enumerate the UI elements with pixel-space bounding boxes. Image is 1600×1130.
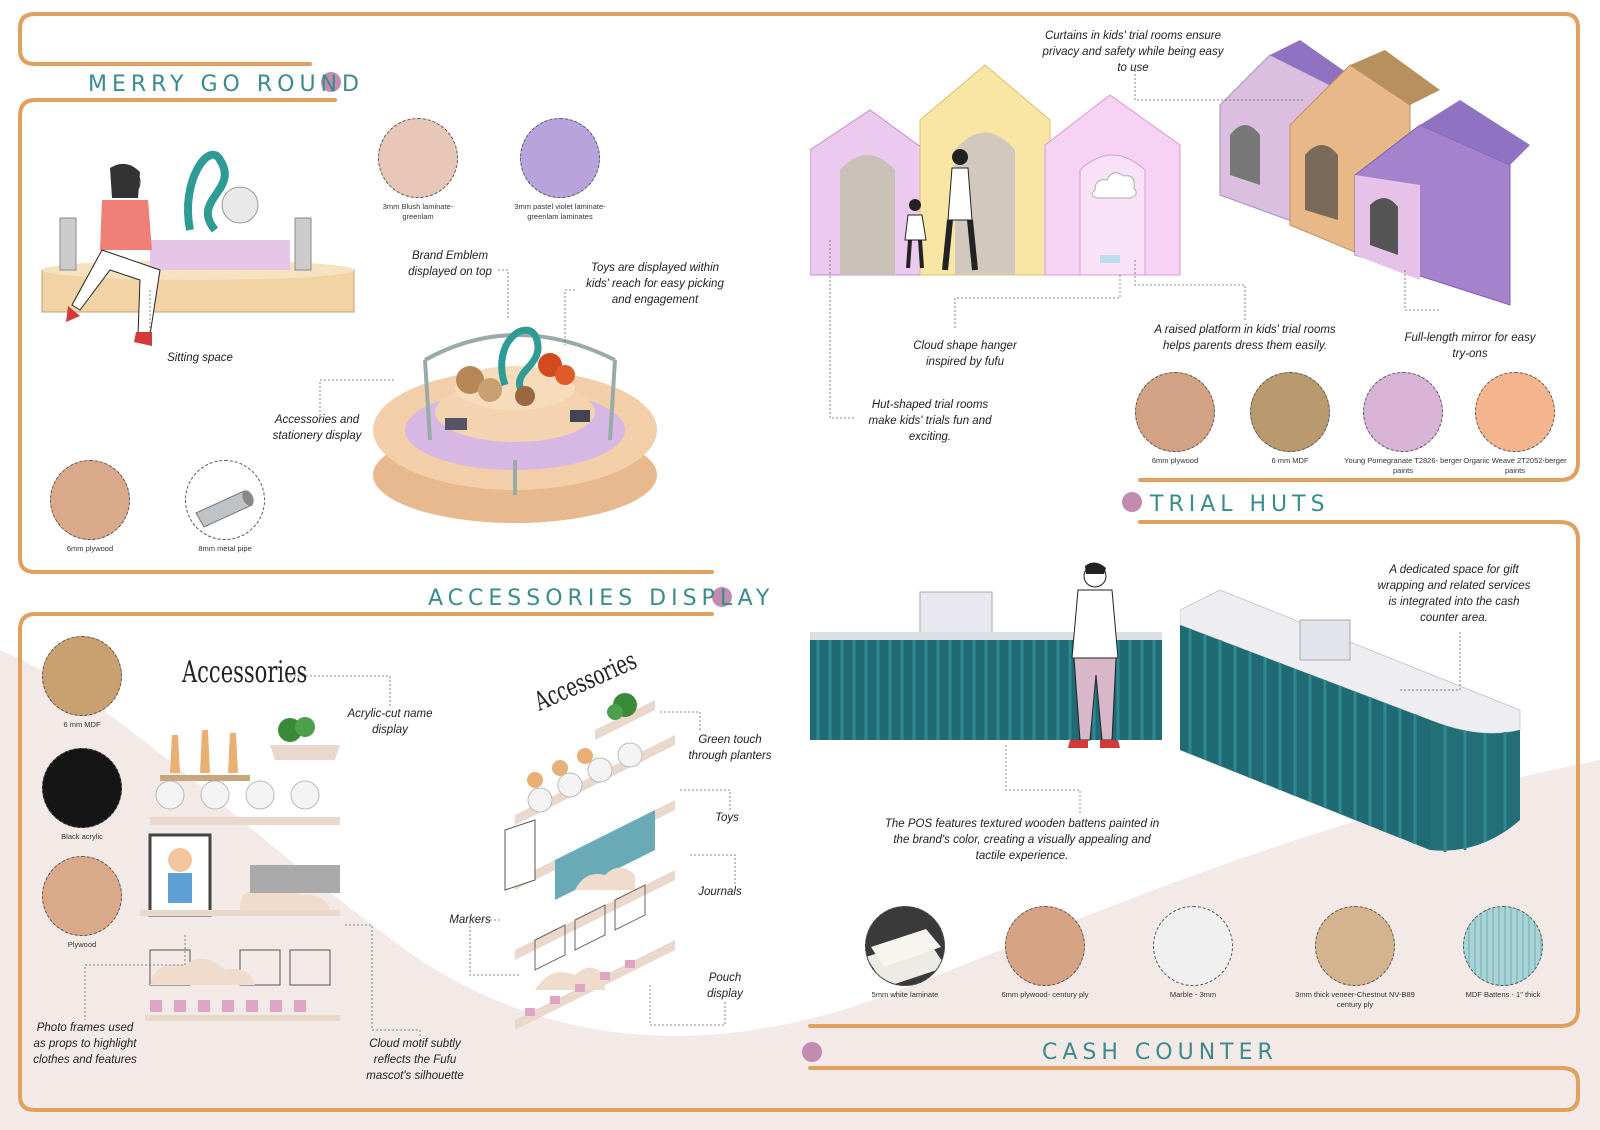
note-gift-wrapping: A dedicated space for gift wrapping and …	[1377, 564, 1531, 624]
swatch-6mm-mdf-acc: 6 mm MDF	[32, 636, 132, 730]
pos-front-illustration	[810, 562, 1162, 748]
note-photo-frames: Photo frames used as props to highlight …	[33, 1022, 137, 1066]
section-title-accessories-display: ACCESSORIES DISPLAY	[428, 586, 775, 611]
swatch-black-acrylic: Black acrylic	[32, 748, 132, 842]
swatch-circle	[1250, 372, 1330, 452]
note-accessories-stationery: Accessories and stationery display	[272, 414, 362, 442]
swatch-label: 6 mm MDF	[1271, 456, 1309, 465]
swatch-label: Marble - 3mm	[1169, 990, 1217, 999]
swatch-circle	[378, 118, 458, 198]
note-brand-emblem: Brand Emblem displayed on top	[408, 250, 492, 278]
section-title-merry-go-round: MERRY GO ROUND	[88, 72, 364, 97]
trial-huts-front-illustration	[810, 64, 1181, 276]
swatch-label: Black acrylic	[61, 832, 103, 841]
swatch-metal-pipe: 8mm metal pipe	[175, 460, 275, 554]
swatch-young-pomegranate: Young Pomegranate T2826- berger paints	[1340, 372, 1466, 476]
section-title-trial-huts: TRIAL HUTS	[1150, 492, 1330, 517]
note-full-length-mirror: Full-length mirror for easy try-ons	[1404, 332, 1536, 360]
note-cloud-hanger: Cloud shape hanger inspired by fufu	[913, 340, 1017, 368]
merry-go-round-illustration	[373, 326, 657, 523]
note-pos-battens: The POS features textured wooden battens…	[884, 818, 1160, 862]
trial-huts-iso-illustration	[1219, 40, 1530, 306]
swatch-circle	[42, 748, 122, 828]
note-sitting-space: Sitting space	[167, 352, 233, 364]
swatch-label: 8mm metal pipe	[198, 544, 252, 553]
note-raised-platform: A raised platform in kids' trial rooms h…	[1154, 324, 1336, 352]
swatch-plywood-century: 6mm plywood- century ply	[990, 906, 1100, 1000]
swatch-label: 3mm thick veneer-Chestnut NV-B89 century…	[1295, 990, 1415, 1009]
note-green-touch: Green touch through planters	[688, 734, 772, 762]
swatch-label: 3mm pastel violet laminate- greenlam lam…	[514, 202, 606, 221]
section-title-cash-counter: CASH COUNTER	[1042, 1040, 1278, 1065]
swatch-label: Plywood	[67, 940, 97, 949]
note-journals: Journals	[698, 886, 742, 898]
swatch-label: 6mm plywood	[66, 544, 114, 553]
swatch-circle	[1135, 372, 1215, 452]
swatch-circle	[1153, 906, 1233, 986]
swatch-white-laminate: 5mm white laminate	[850, 906, 960, 1000]
sitting-space-illustration	[41, 150, 355, 346]
note-hut-shaped: Hut-shaped trial rooms make kids' trials…	[868, 399, 992, 443]
swatch-marble: Marble - 3mm	[1138, 906, 1248, 1000]
swatch-circle	[42, 636, 122, 716]
swatch-label: 6 mm MDF	[63, 720, 101, 729]
swatch-circle	[185, 460, 265, 540]
swatch-circle	[1475, 372, 1555, 452]
note-toys: Toys	[715, 812, 739, 824]
note-pouch-display: Pouch display	[707, 972, 743, 1000]
swatch-circle	[50, 460, 130, 540]
swatch-circle	[1315, 906, 1395, 986]
accessories-wall-illustration	[140, 717, 340, 1021]
note-curtains-privacy: Curtains in kids' trial rooms ensure pri…	[1042, 30, 1224, 74]
accessories-heading-wall: Accessories	[182, 655, 308, 690]
swatch-plywood-acc: Plywood	[32, 856, 132, 950]
swatch-circle	[1005, 906, 1085, 986]
swatch-chestnut-veneer: 3mm thick veneer-Chestnut NV-B89 century…	[1290, 906, 1420, 1010]
swatch-label: 5mm white laminate	[871, 990, 939, 999]
swatch-mdf-battens: MDF Battens - 1" thick	[1448, 906, 1558, 1000]
note-cloud-motif: Cloud motif subtly reflects the Fufu mas…	[366, 1038, 464, 1082]
swatch-organic-weave: Organic Weave 2T2052-berger paints	[1460, 372, 1570, 476]
accessories-rack-illustration	[504, 693, 675, 1030]
note-markers: Markers	[449, 914, 491, 926]
swatch-6mm-plywood-merry: 6mm plywood	[40, 460, 140, 554]
swatch-label: MDF Battens - 1" thick	[1465, 990, 1541, 999]
note-acrylic-name: Acrylic-cut name display	[347, 708, 433, 736]
swatch-label: Young Pomegranate T2826- berger paints	[1344, 456, 1462, 475]
cash-counter-iso-illustration	[1180, 590, 1521, 852]
swatch-label: 3mm Blush laminate- greenlam	[382, 202, 454, 221]
swatch-6mm-plywood-trial: 6mm plywood	[1125, 372, 1225, 466]
swatch-circle	[42, 856, 122, 936]
swatch-label: 6mm plywood- century ply	[1001, 990, 1089, 999]
swatch-pastel-violet: 3mm pastel violet laminate- greenlam lam…	[500, 118, 620, 222]
swatch-circle	[520, 118, 600, 198]
swatch-blush-laminate: 3mm Blush laminate- greenlam	[368, 118, 468, 222]
swatch-circle	[1463, 906, 1543, 986]
swatch-label: 6mm plywood	[1151, 456, 1199, 465]
swatch-label: Organic Weave 2T2052-berger paints	[1463, 456, 1567, 475]
swatch-6mm-mdf-trial: 6 mm MDF	[1240, 372, 1340, 466]
note-toys-reach: Toys are displayed within kids' reach fo…	[586, 262, 724, 306]
swatch-circle	[865, 906, 945, 986]
swatch-circle	[1363, 372, 1443, 452]
